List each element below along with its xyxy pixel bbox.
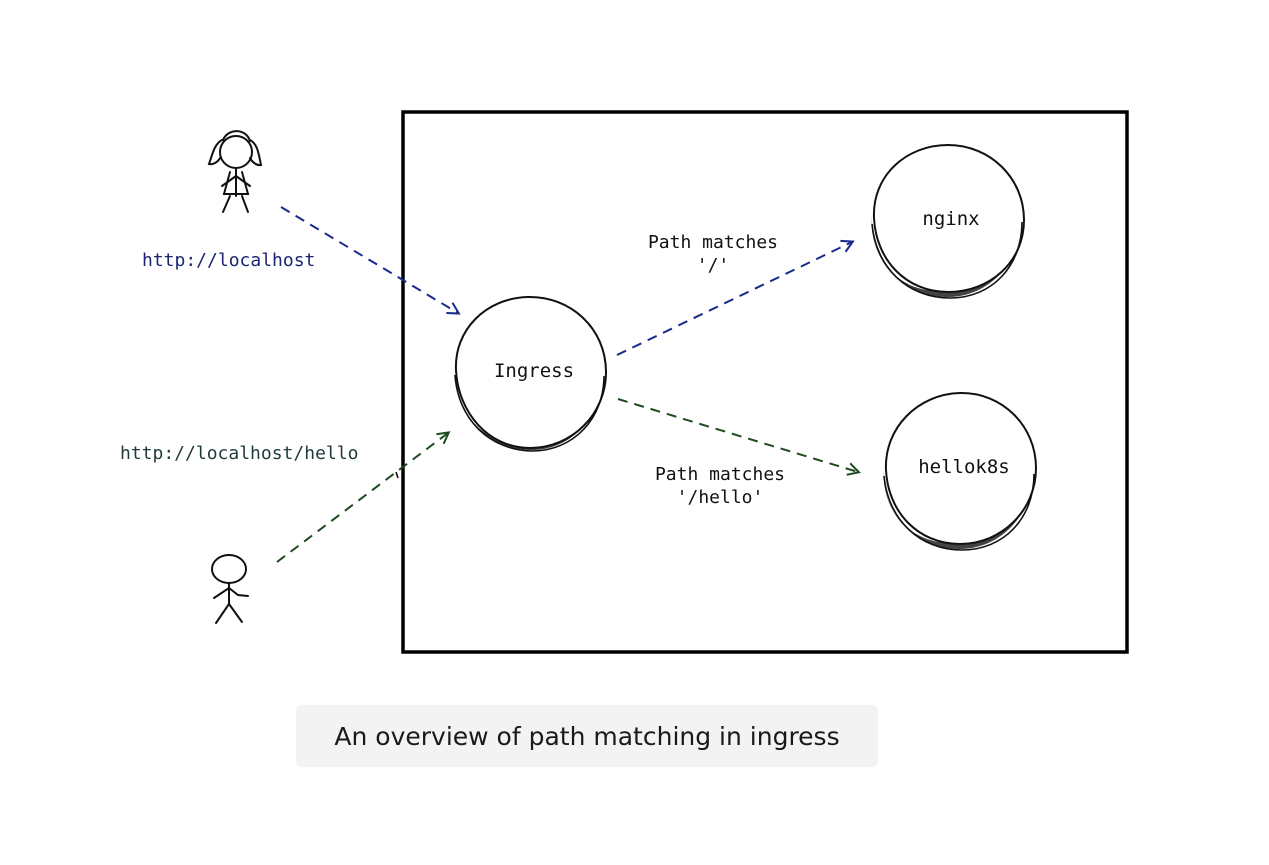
node-nginx-label: nginx	[922, 208, 979, 230]
node-nginx: nginx	[871, 143, 1026, 299]
node-ingress-label: Ingress	[494, 360, 574, 382]
route-label-nginx-line2: '/'	[697, 255, 730, 276]
arrow-user-two-to-ingress	[276, 433, 448, 563]
user-male-icon	[211, 554, 249, 624]
route-label-hello-line1: Path matches	[655, 464, 785, 485]
node-ingress: Ingress	[454, 295, 608, 452]
url-label-localhost: http://localhost	[142, 250, 315, 271]
arrow-ingress-to-hellok8s	[617, 398, 858, 472]
node-hellok8s-label: hellok8s	[918, 456, 1010, 478]
url-label-localhost-hello: http://localhost/hello	[120, 443, 358, 464]
arrow-user-one-to-ingress	[280, 206, 458, 313]
user-female-icon	[207, 130, 263, 213]
small-tick-mark	[395, 471, 399, 479]
cluster-boundary-box	[401, 110, 1129, 654]
route-label-hello-line2: '/hello'	[677, 487, 764, 508]
figure-caption: An overview of path matching in ingress	[296, 705, 878, 767]
node-hellok8s: hellok8s	[883, 391, 1038, 551]
route-label-nginx-line1: Path matches	[648, 232, 778, 253]
arrow-ingress-to-nginx	[616, 242, 852, 356]
